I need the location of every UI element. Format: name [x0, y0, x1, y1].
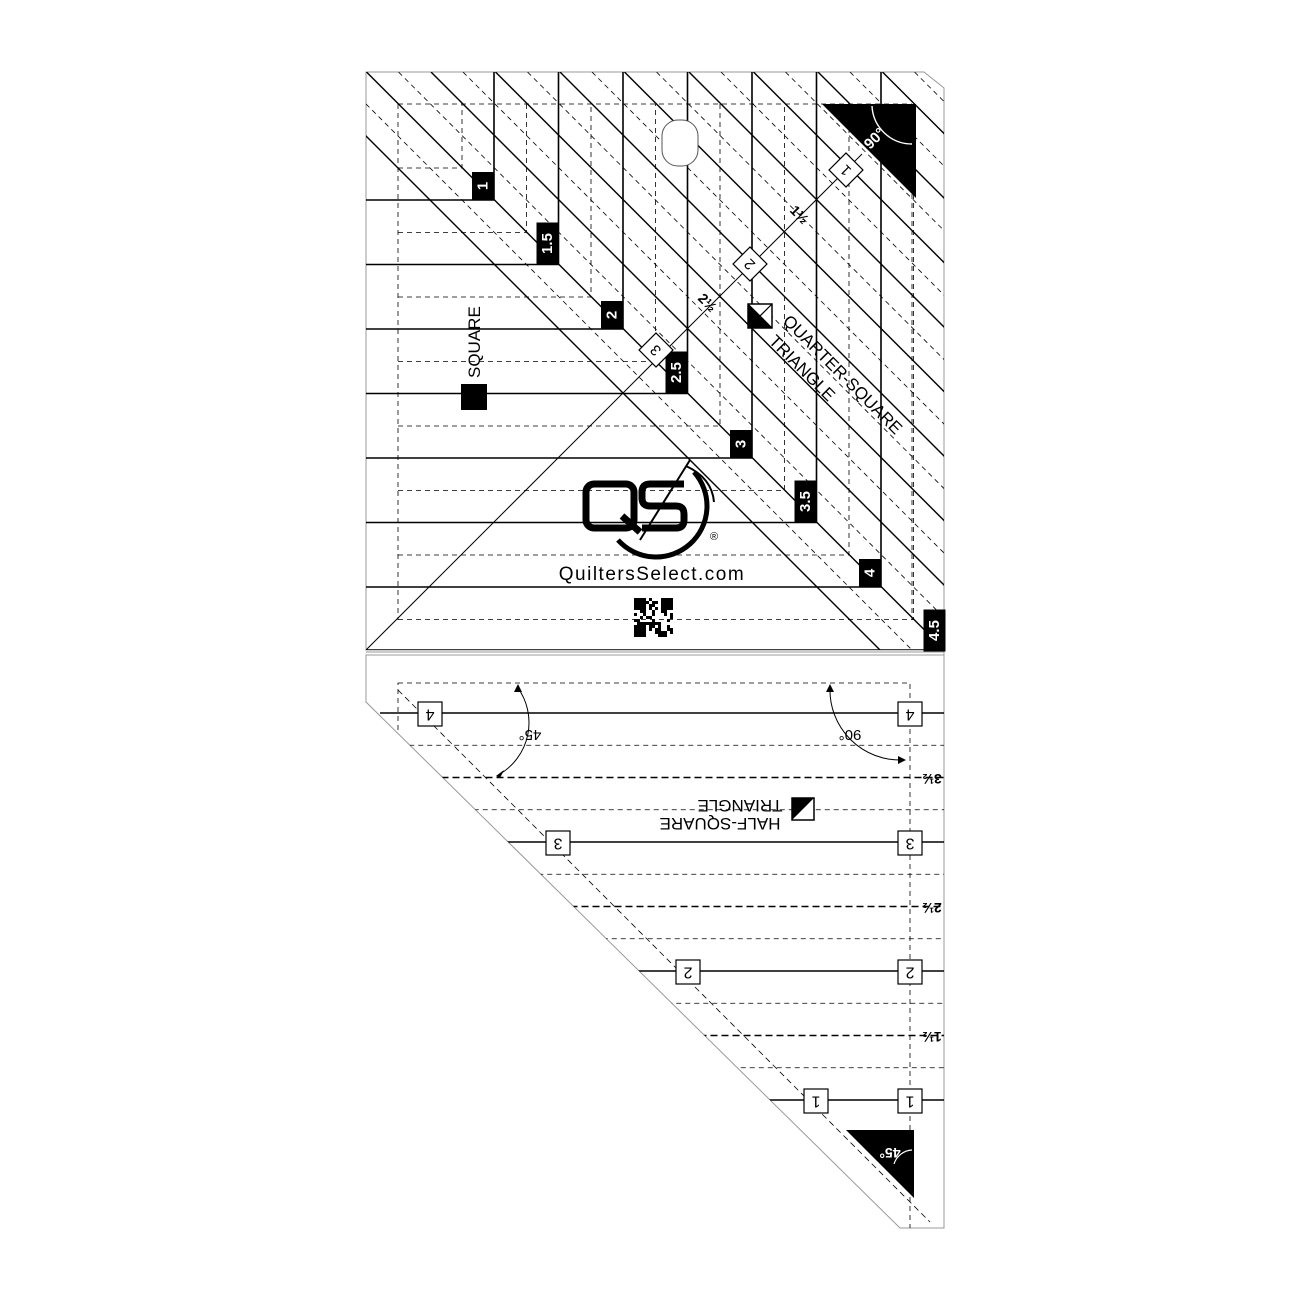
square-size-badge: 2	[601, 301, 623, 329]
diagonal-seam-line	[1044, 72, 1300, 772]
square-size-label: 1	[475, 182, 492, 190]
diagonal-line	[495, 72, 944, 650]
diagonal-seam-line	[785, 72, 944, 650]
diagonal-seam-line	[720, 72, 944, 650]
diagonal-seam-line	[656, 72, 944, 650]
hst-size-label: 1	[811, 1093, 820, 1110]
diagonal-line	[430, 72, 944, 650]
registered-mark: ®	[710, 531, 718, 543]
square-size-label: 4	[862, 568, 879, 577]
corner-45-marker: 45°	[846, 1130, 914, 1198]
diagonal-line	[559, 72, 944, 650]
square-size-label: 3	[733, 440, 750, 448]
hst-label-line2: TRIANGLE	[697, 796, 782, 815]
hst-size-marker: 4	[897, 701, 923, 727]
angle-90-label: 90°	[839, 726, 862, 743]
qst-icon	[747, 303, 773, 329]
hst-size-marker: 2	[897, 959, 923, 985]
diagonal-line	[366, 72, 944, 650]
square-label: SQUARE	[465, 306, 484, 378]
square-size-badge: 1	[472, 172, 494, 200]
hst-size-marker: 1	[897, 1088, 923, 1114]
square-size-badge: 4.5	[923, 609, 946, 652]
square-size-badge: 2.5	[665, 351, 688, 394]
diagonal-seam-line	[366, 72, 944, 650]
main-diagonal	[366, 153, 863, 650]
diagonal-seam-line	[527, 72, 944, 650]
square-size-badge: 1.5	[536, 222, 559, 265]
hst-half-mark-1: 1½	[922, 1029, 942, 1045]
hst-size-label: 1	[905, 1093, 914, 1110]
hst-size-label: 2	[905, 964, 914, 981]
qs-logo	[582, 459, 715, 560]
hst-label-line1: HALF-SQUARE	[660, 814, 781, 833]
qst-size-marker: 1	[828, 152, 864, 188]
square-seam-line	[398, 104, 656, 362]
hst-size-markers: 4 4 3 3 2 2 1 1	[417, 701, 923, 1114]
half-square-section	[380, 682, 944, 1228]
diagonal-seam-line	[398, 72, 944, 650]
square-size-label: 2.5	[668, 362, 685, 383]
diagonal-seam-line	[591, 72, 944, 650]
square-size-label: 1.5	[539, 233, 556, 254]
hst-size-label: 4	[425, 706, 434, 723]
diagonal-seam-line	[914, 72, 944, 650]
hst-size-marker: 1	[803, 1088, 829, 1114]
hst-size-marker: 3	[545, 830, 571, 856]
hst-half-mark-3: 3½	[922, 771, 942, 787]
diagonal-line	[624, 72, 944, 650]
hst-size-marker: 2	[675, 959, 701, 985]
square-size-badge: 4	[859, 559, 881, 587]
square-size-badges: 11.522.533.544.5	[472, 172, 946, 652]
hst-size-marker: 3	[897, 830, 923, 856]
hst-size-label: 3	[905, 835, 914, 852]
diagonal-line	[882, 72, 944, 650]
diagonal-seam-line	[462, 72, 944, 650]
hst-size-label: 4	[905, 706, 914, 723]
qst-size-marker: 2	[732, 246, 768, 282]
hst-size-label: 2	[683, 964, 692, 981]
qst-size-markers: 1 2 3	[638, 152, 864, 368]
square-icon	[461, 384, 487, 410]
angle-45-label: 45°	[519, 726, 542, 743]
square-size-badge: 3.5	[794, 480, 817, 523]
hst-grid-lines	[380, 712, 944, 1101]
diagonal-lines	[366, 72, 1300, 772]
website-text: QuiltersSelect.com	[559, 564, 745, 585]
square-size-label: 2	[604, 311, 621, 319]
diagonal-line	[753, 72, 944, 650]
hst-size-marker: 4	[417, 701, 443, 727]
hst-icon	[791, 797, 815, 821]
square-size-badge: 3	[730, 430, 752, 458]
qst-size-marker: 3	[638, 332, 674, 368]
square-size-label: 3.5	[797, 491, 814, 512]
hst-half-mark-2: 2½	[922, 900, 942, 916]
angle-90-arc	[826, 684, 906, 764]
diagonal-line	[947, 72, 1300, 772]
hst-size-label: 3	[553, 835, 562, 852]
square-size-label: 4.5	[926, 620, 943, 641]
diagonal-seam-line	[979, 72, 1300, 772]
hst-inner-diagonal	[397, 689, 931, 1223]
diagonal-line	[817, 72, 944, 650]
angle-45-arc	[496, 684, 530, 778]
square-seam-line	[398, 104, 785, 491]
diagonal-line	[688, 72, 944, 650]
qr-code[interactable]	[634, 598, 673, 637]
diagonal-line	[1012, 72, 1300, 772]
hanging-hole	[661, 119, 699, 167]
corner-45-label: 45°	[879, 1145, 900, 1161]
